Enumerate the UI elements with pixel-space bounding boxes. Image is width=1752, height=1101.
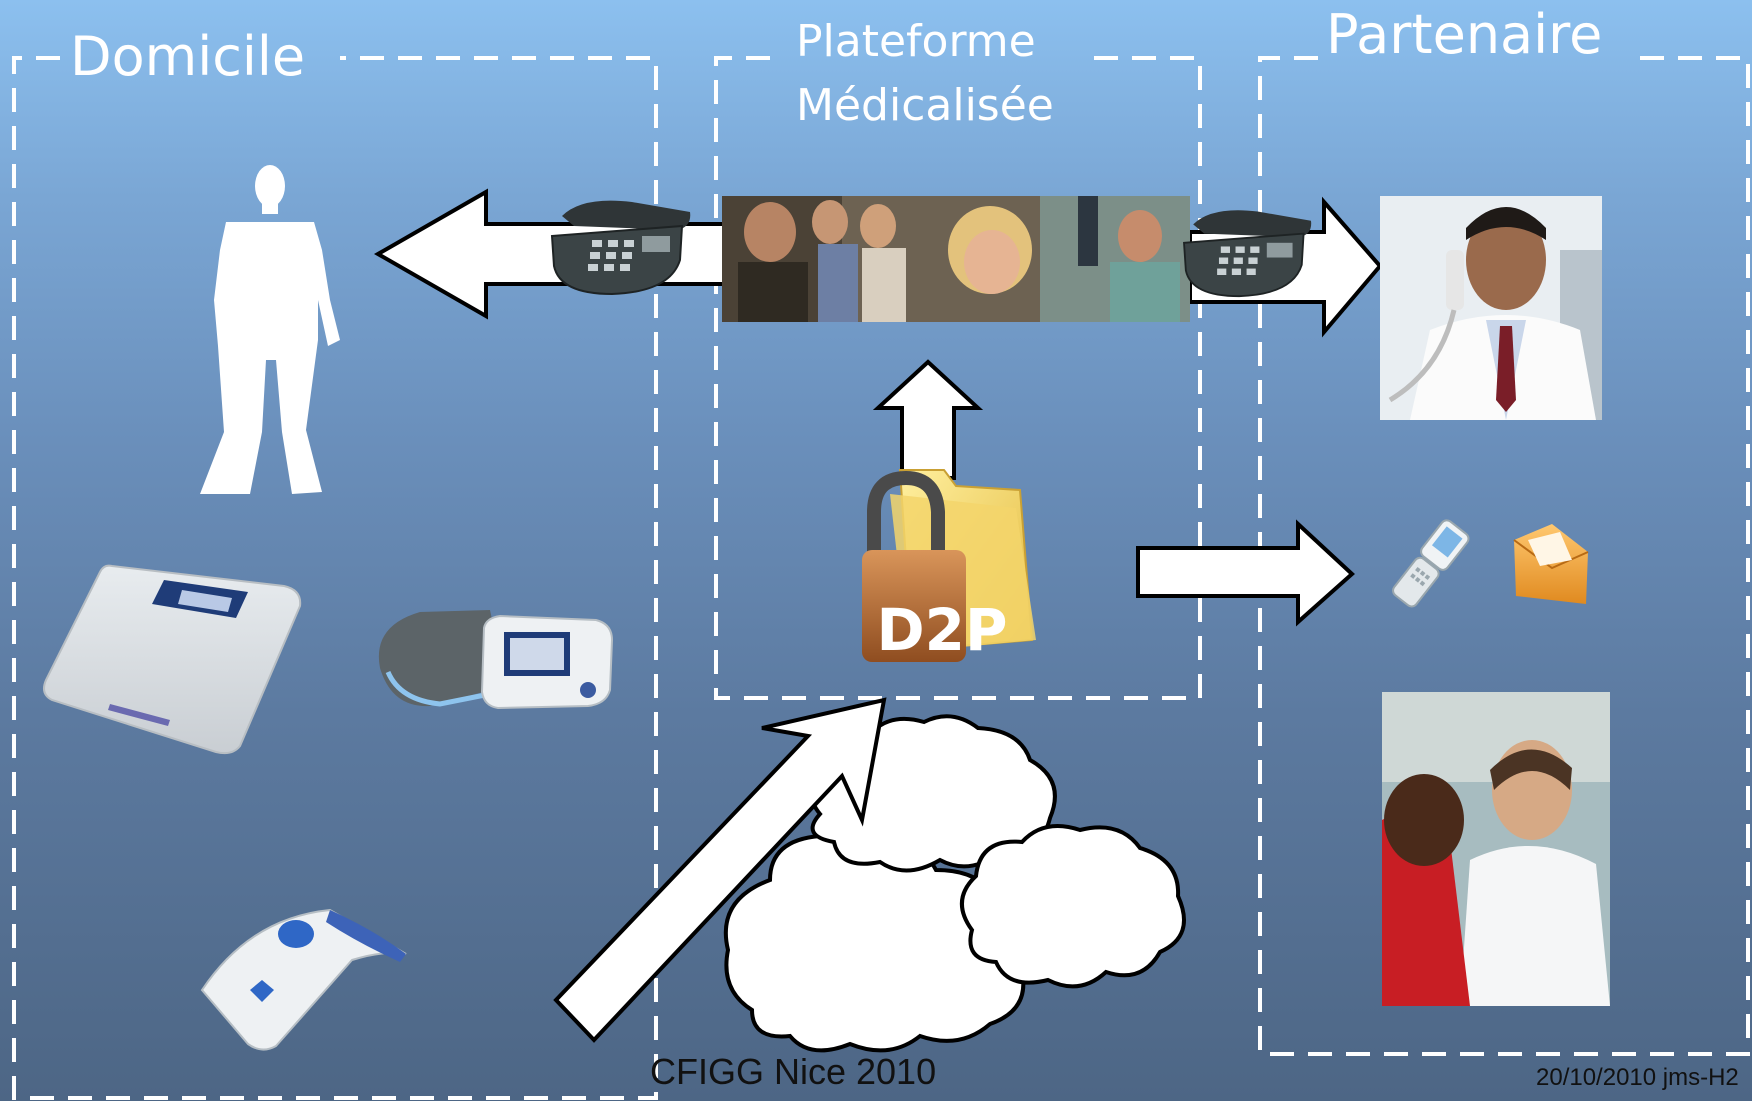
zone-domicile-border [12,56,658,1100]
envelope-icon [1513,524,1589,604]
d2p-label: D2P [876,596,1007,664]
zone-partenaire-border [1258,56,1750,1056]
scale-icon [43,564,302,755]
zone-title-partenaire: Partenaire [1326,3,1603,66]
arrow-to-secure-folder [553,697,887,1043]
zone-title-plateforme-line2: Médicalisée [796,80,1054,131]
footer-date-label: 20/10/2010 jms-H2 [1536,1066,1739,1090]
zone-title-plateforme-line1: Plateforme [796,16,1036,67]
nurse-photo [1382,692,1610,1006]
arrow-to-call-center [872,359,984,480]
footer-event-label: CFIGG Nice 2010 [650,1051,937,1092]
call-center-photo [722,196,1190,322]
secure-folder-icon: D2P [862,469,1036,664]
phone-icon [1183,210,1312,298]
phone-icon [550,200,691,296]
arrow-to-alerts [1136,519,1355,627]
zone-plateforme-border [714,56,1202,700]
alarm-button-icon [200,908,407,1051]
person-silhouette-icon [200,165,340,494]
mobile-phone-icon [1392,519,1470,608]
zone-title-domicile: Domicile [70,25,306,88]
blood-pressure-monitor-icon [378,610,614,710]
doctor-photo [1380,196,1602,420]
